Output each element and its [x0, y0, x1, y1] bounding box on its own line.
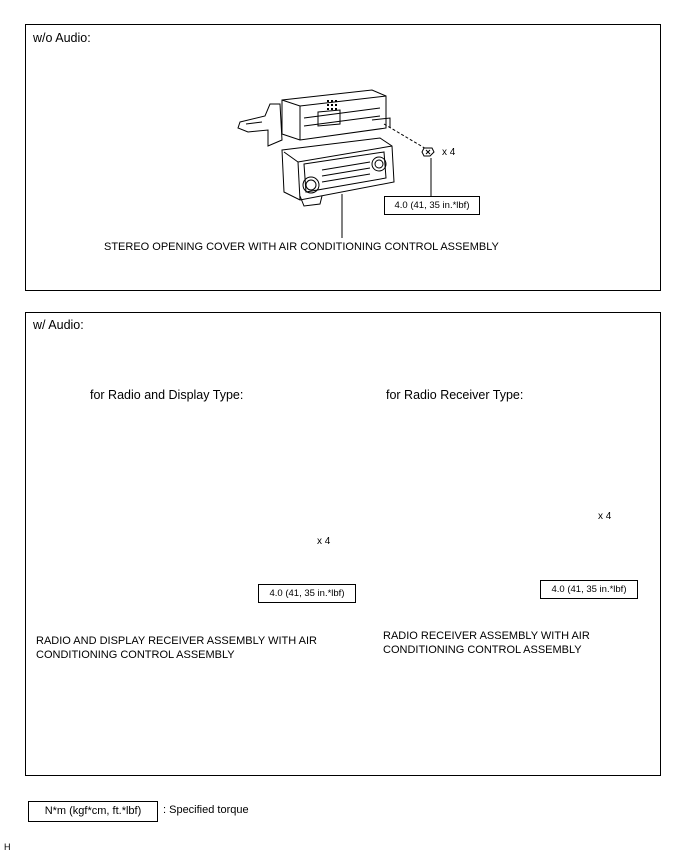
part-label-radio-receiver-assembly: RADIO RECEIVER ASSEMBLY WITH AIR CONDITI… — [383, 630, 590, 656]
footer-code: H — [4, 842, 11, 852]
screw-icon-top — [421, 147, 435, 157]
torque-spec-box-left: 4.0 (41, 35 in.*lbf) — [258, 584, 356, 603]
control-panel-assembly-top-drawing — [237, 89, 395, 207]
part-label-radio-display-assembly: RADIO AND DISPLAY RECEIVER ASSEMBLY WITH… — [36, 635, 317, 661]
panel-title-with-audio: w/ Audio: — [33, 318, 84, 332]
legend-unit-box: N*m (kgf*cm, ft.*lbf) — [28, 801, 158, 822]
torque-spec-box-right: 4.0 (41, 35 in.*lbf) — [540, 580, 638, 599]
torque-spec-box-top: 4.0 (41, 35 in.*lbf) — [384, 196, 480, 215]
subtitle-radio-receiver-type: for Radio Receiver Type: — [386, 388, 524, 402]
panel-without-audio — [25, 24, 661, 291]
subtitle-radio-display-type: for Radio and Display Type: — [90, 388, 244, 402]
legend-description: : Specified torque — [163, 804, 249, 816]
panel-title-without-audio: w/o Audio: — [33, 31, 91, 45]
screw-quantity-right: x 4 — [598, 511, 612, 522]
screw-quantity-left: x 4 — [317, 536, 331, 547]
part-label-stereo-cover: STEREO OPENING COVER WITH AIR CONDITIONI… — [104, 241, 499, 253]
screw-dashed-leader-top — [383, 123, 429, 151]
panel-with-audio — [25, 312, 661, 776]
screw-quantity-top: x 4 — [442, 147, 456, 158]
